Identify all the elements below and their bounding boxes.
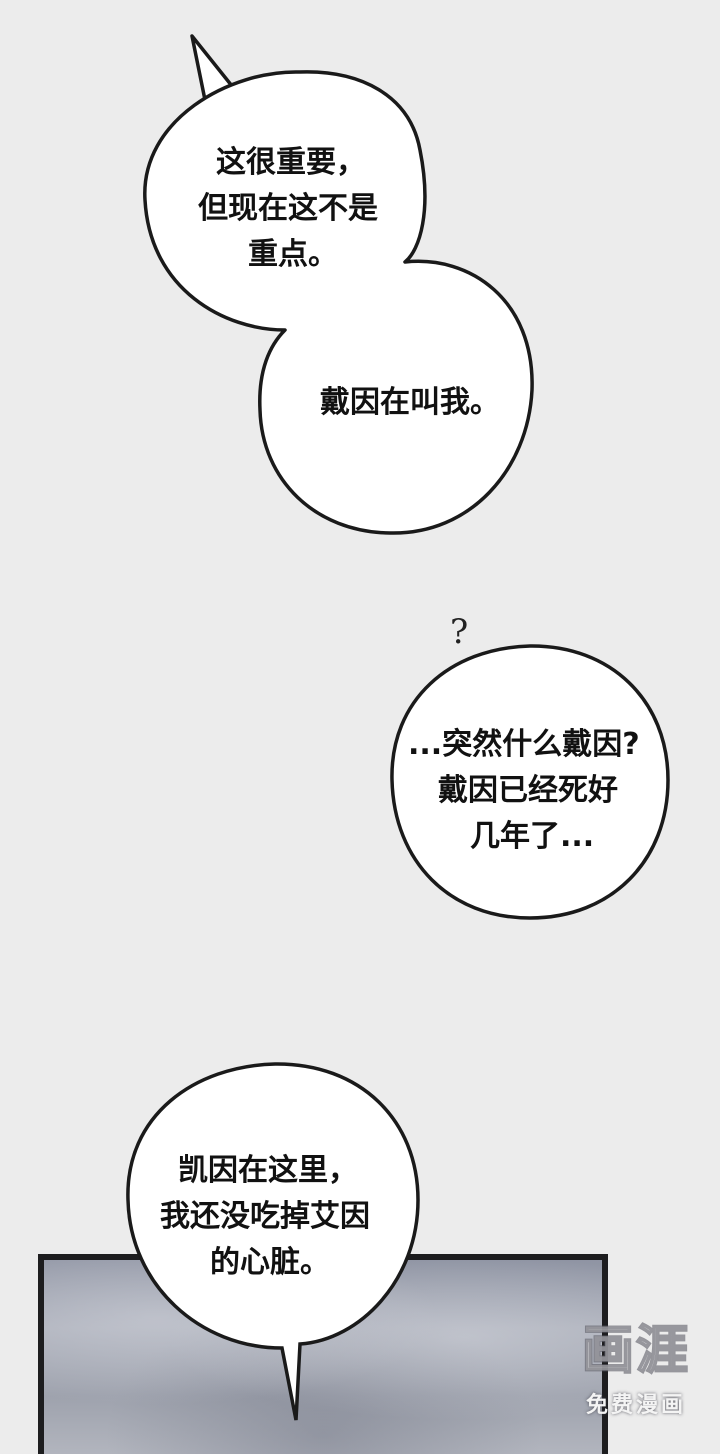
watermark-subtitle: 免费漫画 — [585, 1393, 686, 1418]
bubble-4-line-2: 我还没吃掉艾因 — [160, 1199, 370, 1234]
speech-bubble-middle — [390, 644, 670, 920]
bubble-text-4: 凯因在这里， 我还没吃掉艾因 的心脏。 — [160, 1148, 370, 1286]
bubble-3-line-1: ...突然什么戴因? — [408, 727, 640, 762]
bubble-4-line-3: 的心脏。 — [210, 1245, 330, 1280]
speech-bubble-top — [143, 34, 534, 535]
bubble-3-line-3: 几年了... — [470, 819, 595, 854]
bubble-text-2: 戴因在叫我。 — [320, 380, 500, 426]
bubble-text-1: 这很重要， 但现在这不是 重点。 — [198, 140, 378, 278]
speech-bubble-bottom — [126, 1062, 420, 1421]
bubble-4-line-1: 凯因在这里， — [178, 1153, 358, 1188]
watermark-logo: 画涯 — [581, 1320, 690, 1382]
question-mark: ? — [450, 612, 469, 652]
bubble-2-line-1: 戴因在叫我。 — [320, 385, 500, 420]
bubble-3-line-2: 戴因已经死好 — [438, 773, 618, 808]
bubble-1-line-2: 但现在这不是 — [198, 191, 378, 226]
bubble-text-3: ...突然什么戴因? 戴因已经死好 几年了... — [408, 722, 640, 860]
bubble-shape-1 — [143, 70, 534, 535]
bubble-shape-4 — [126, 1062, 420, 1421]
watermark: 画涯 免费漫画 — [581, 1308, 690, 1419]
bubble-1-line-1: 这很重要， — [216, 145, 366, 180]
bubble-shape-3 — [390, 644, 670, 920]
bubble-1-line-3: 重点。 — [248, 237, 338, 272]
